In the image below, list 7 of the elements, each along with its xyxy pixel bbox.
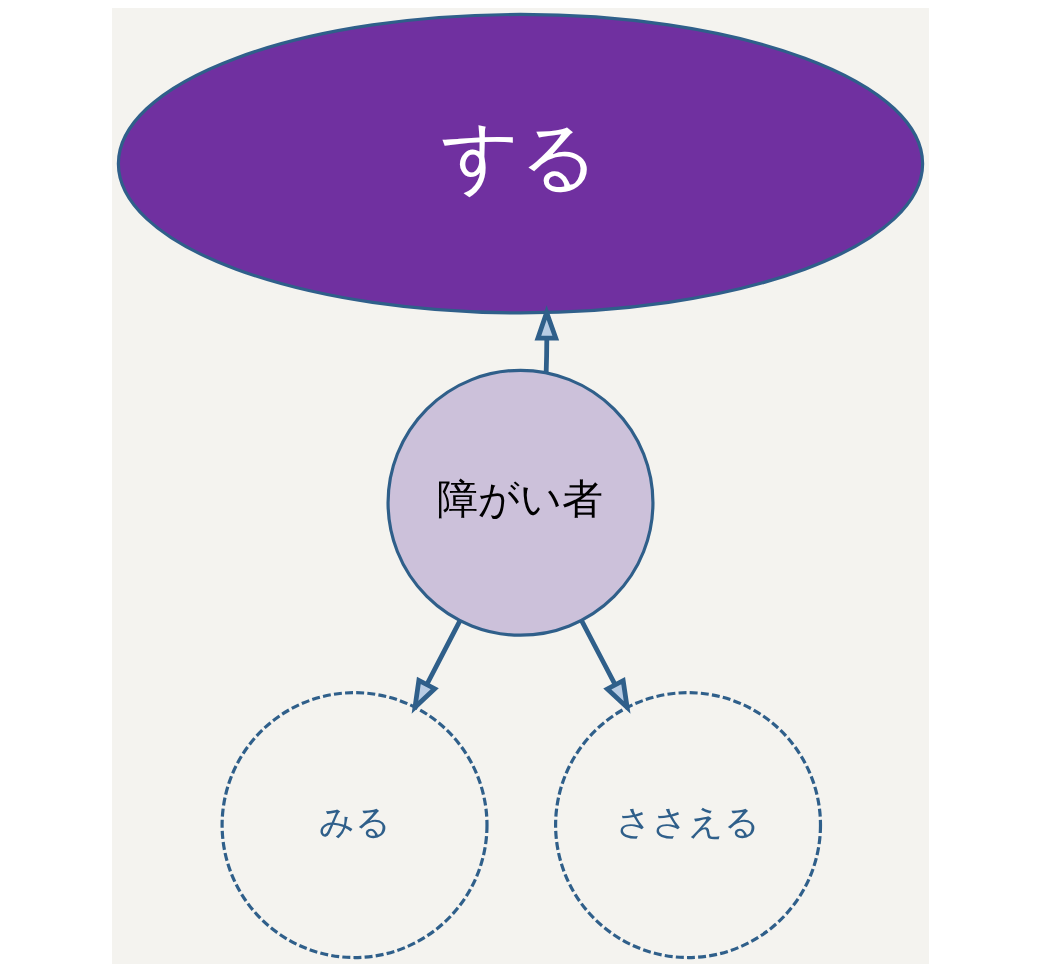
node-ellipse: する	[116, 12, 925, 315]
node-circle: ささえる	[554, 691, 823, 960]
arrow	[579, 619, 631, 714]
arrow	[534, 305, 560, 373]
node-circle: 障がい者	[386, 368, 655, 637]
arrow	[411, 619, 462, 714]
node-circle: みる	[220, 691, 489, 960]
